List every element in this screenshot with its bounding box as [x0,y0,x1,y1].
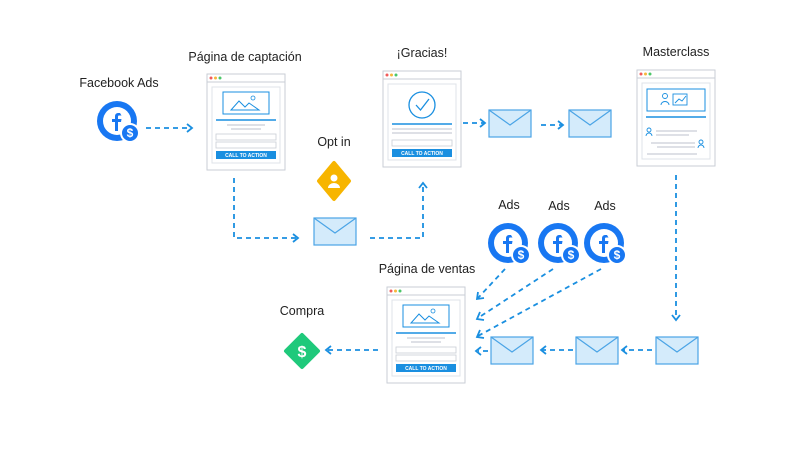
arrow-email-to-email [541,120,565,130]
arrow-email-to-sales [474,346,488,356]
arrow-email-to-email-bottom [620,345,652,355]
svg-text:$: $ [298,344,307,361]
flow-arrows [146,118,681,356]
thanks-cta: CALL TO ACTION [401,151,443,157]
sales-page-label: Página de ventas [379,262,476,276]
thanks-label: ¡Gracias! [397,46,448,60]
arrow-optin-email-to-thanks [370,181,428,239]
arrow-masterclass-to-email [671,175,681,322]
arrow-capture-to-optin-email [233,178,300,243]
thanks-page-mockup: CALL TO ACTION [382,70,462,168]
user-diamond-icon [317,161,351,201]
envelope-icon [568,109,612,138]
arrow-thanks-to-email [463,118,487,128]
capture-page-mockup: CALL TO ACTION [206,73,286,171]
dollar-diamond-icon: $ [284,333,320,369]
capture-page-label: Página de captación [188,50,301,64]
arrow-ads2-to-sales [475,268,554,321]
opt-in-label: Opt in [317,135,350,149]
envelope-icon [313,217,357,246]
facebook-dollar-icon [96,100,140,143]
masterclass-label: Masterclass [643,45,710,59]
ads-label-3: Ads [594,199,616,213]
sales-page-mockup: CALL TO ACTION [386,286,466,384]
user-icon [646,127,652,133]
arrow-ads1-to-sales [475,268,506,301]
arrow-sales-to-purchase [324,345,378,355]
sales-cta: CALL TO ACTION [405,366,447,372]
ads-label-2: Ads [548,199,570,213]
arrow-fb-to-capture [146,123,194,133]
envelope-icon [655,336,699,365]
envelope-icon [575,336,619,365]
purchase-label: Compra [280,304,325,318]
masterclass-page-mockup [636,69,716,167]
user-icon [698,139,704,145]
facebook-dollar-icon [487,222,531,265]
arrow-ads3-to-sales [475,268,602,339]
envelope-icon [490,336,534,365]
arrow-email-to-email-bottom-2 [539,345,573,355]
check-icon [408,91,436,119]
envelope-icon [488,109,532,138]
facebook-dollar-icon [537,222,581,265]
facebook-ads-label: Facebook Ads [79,76,158,90]
capture-cta: CALL TO ACTION [225,153,267,159]
presentation-icon [646,88,706,112]
ads-label-1: Ads [498,198,520,212]
facebook-dollar-icon [583,222,627,265]
